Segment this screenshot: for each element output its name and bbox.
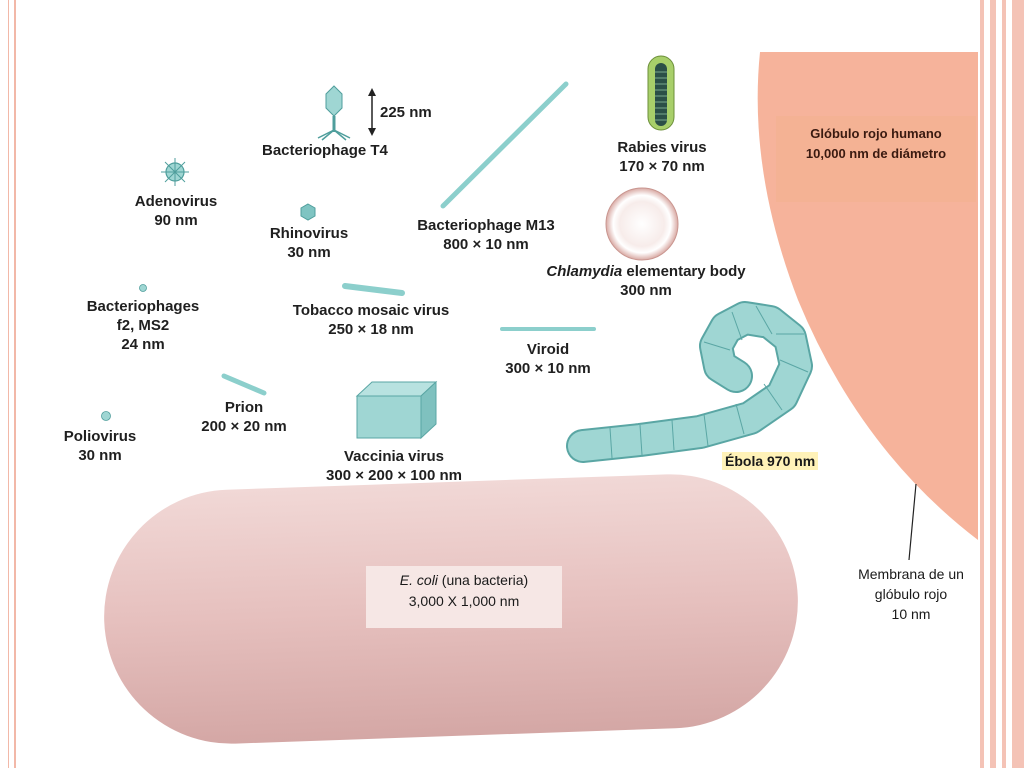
prion-size: 200 × 20 nm — [201, 418, 287, 435]
adenovirus-shape — [161, 158, 189, 186]
ecoli-size: 3,000 X 1,000 nm — [408, 593, 520, 609]
m13-label: Bacteriophage M13 800 × 10 nm — [396, 216, 576, 254]
rbc-line-2: 10,000 nm de diámetro — [805, 146, 947, 161]
vaccinia-size: 300 × 200 × 100 nm — [326, 467, 462, 484]
tmv-label: Tobacco mosaic virus 250 × 18 nm — [268, 301, 474, 339]
rabies-label: Rabies virus 170 × 70 nm — [594, 138, 730, 176]
chlamydia-label: Chlamydia elementary body 300 nm — [508, 262, 784, 300]
adenovirus-name: Adenovirus — [134, 193, 218, 210]
adenovirus-label: Adenovirus 90 nm — [118, 192, 234, 230]
slide-frame-right — [980, 0, 1024, 768]
membrane-line-1: Membrana de un — [858, 566, 964, 582]
membrane-line-2: glóbulo rojo — [874, 586, 948, 602]
m13-size: 800 × 10 nm — [443, 236, 529, 253]
bacteriophage-f2-shape — [139, 284, 147, 292]
ecoli-name-italic: E. coli — [399, 572, 438, 588]
vaccinia-name: Vaccinia virus — [343, 448, 445, 465]
f2-size: 24 nm — [121, 336, 165, 353]
poliovirus-name: Poliovirus — [63, 428, 137, 445]
rhinovirus-label: Rhinovirus 30 nm — [254, 224, 364, 262]
f2-name-1: Bacteriophages — [86, 298, 200, 315]
rabies-name: Rabies virus — [617, 139, 707, 156]
ebola-virus-shape — [566, 301, 813, 463]
membrane-pointer-line — [908, 483, 917, 561]
adenovirus-size: 90 nm — [154, 212, 198, 229]
viroid-size: 300 × 10 nm — [505, 360, 591, 377]
rbc-label-box — [776, 116, 976, 202]
poliovirus-shape — [101, 411, 111, 421]
ebola-label: Ébola 970 nm — [722, 452, 819, 470]
vaccinia-virus-shape — [355, 380, 438, 440]
bacteriophage-m13-shape — [440, 81, 569, 209]
rabies-virus-shape — [647, 55, 675, 131]
slide-frame-left — [0, 0, 16, 768]
prion-shape — [221, 373, 267, 396]
viroid-label: Viroid 300 × 10 nm — [488, 340, 608, 378]
rbc-line-1: Glóbulo rojo humano — [810, 126, 942, 141]
chlamydia-name-italic: Chlamydia — [546, 263, 623, 280]
t4-name-label: Bacteriophage T4 — [262, 142, 388, 159]
rhinovirus-shape — [300, 203, 316, 221]
rhinovirus-name: Rhinovirus — [269, 225, 349, 242]
tobacco-mosaic-virus-shape — [342, 283, 405, 296]
prion-name: Prion — [224, 399, 264, 416]
chlamydia-name: Chlamydia elementary body — [508, 262, 784, 281]
ecoli-name: E. coli (una bacteria) — [366, 570, 562, 591]
t4-size-arrow — [368, 88, 376, 136]
chlamydia-name-rest: elementary body — [622, 263, 746, 280]
chlamydia-size: 300 nm — [620, 282, 672, 299]
viroid-name: Viroid — [526, 341, 570, 358]
rhinovirus-size: 30 nm — [287, 244, 331, 261]
bacteriophage-t4-shape — [317, 85, 351, 141]
m13-name: Bacteriophage M13 — [417, 217, 555, 234]
f2-label: Bacteriophages f2, MS2 24 nm — [68, 297, 218, 354]
membrane-label: Membrana de un glóbulo rojo 10 nm — [840, 564, 982, 624]
t4-size-label: 225 nm — [380, 104, 432, 121]
ecoli-label: E. coli (una bacteria) 3,000 X 1,000 nm — [366, 566, 562, 628]
ecoli-name-rest: (una bacteria) — [437, 572, 529, 588]
poliovirus-label: Poliovirus 30 nm — [48, 427, 152, 465]
membrane-line-3: 10 nm — [891, 606, 931, 622]
rbc-label: Glóbulo rojo humano 10,000 nm de diámetr… — [778, 124, 974, 164]
tmv-name: Tobacco mosaic virus — [292, 302, 450, 319]
f2-name-2: f2, MS2 — [116, 317, 170, 334]
chlamydia-body-shape — [605, 187, 679, 261]
tmv-size: 250 × 18 nm — [328, 321, 414, 338]
prion-label: Prion 200 × 20 nm — [184, 398, 304, 436]
rabies-size: 170 × 70 nm — [619, 158, 705, 175]
vaccinia-label: Vaccinia virus 300 × 200 × 100 nm — [304, 447, 484, 485]
poliovirus-size: 30 nm — [78, 447, 122, 464]
